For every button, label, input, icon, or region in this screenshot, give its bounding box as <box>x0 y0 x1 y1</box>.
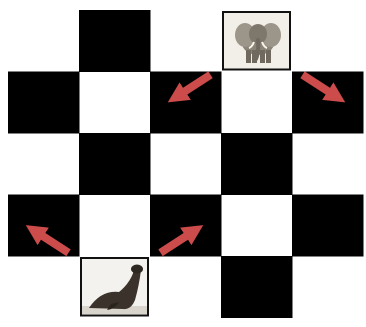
dark-square-r4-c3[interactable] <box>221 256 293 318</box>
sea-lion-icon[interactable] <box>81 258 148 316</box>
dark-square-r1-c2[interactable] <box>150 72 222 134</box>
board-squares <box>8 10 364 318</box>
dark-square-r1-c0[interactable] <box>8 72 80 134</box>
dark-square-r3-c4[interactable] <box>292 195 364 257</box>
elephant-icon[interactable] <box>223 12 290 70</box>
dark-square-r2-c1[interactable] <box>79 133 151 195</box>
dark-square-r0-c1[interactable] <box>79 10 151 72</box>
dark-square-r1-c4[interactable] <box>292 72 364 134</box>
dark-square-r3-c0[interactable] <box>8 195 80 257</box>
dark-square-r3-c2[interactable] <box>150 195 222 257</box>
dark-square-r2-c3[interactable] <box>221 133 293 195</box>
